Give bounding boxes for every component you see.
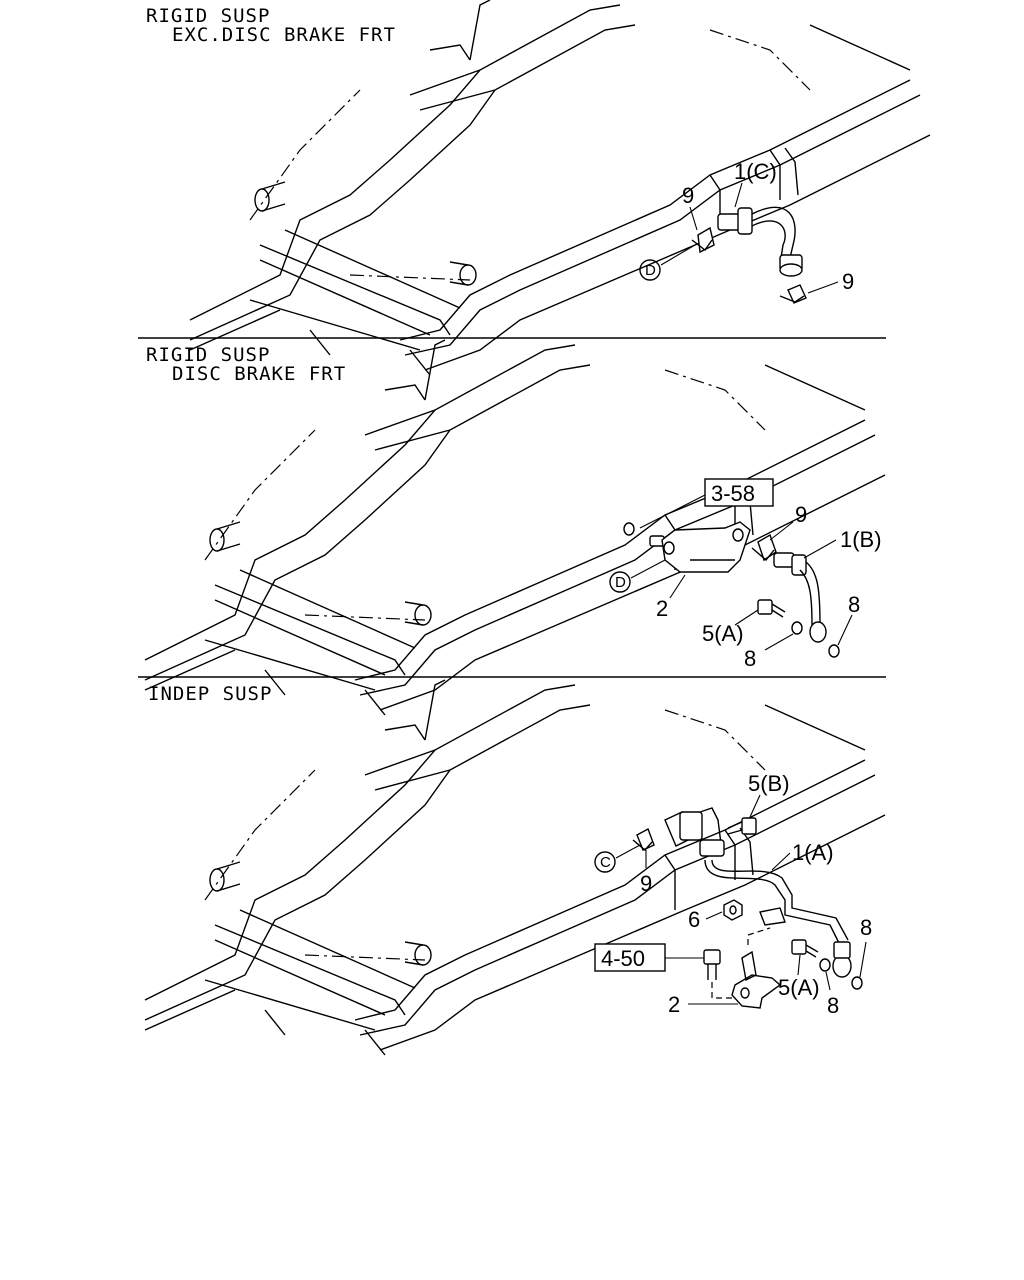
callout-clip: 9: [795, 502, 807, 527]
vehicle-frame: [189, 0, 931, 376]
callout-bolt-b: 5(B): [748, 771, 790, 796]
ref-circle-c: [594, 851, 616, 873]
section-rigid-disc: RIGID SUSP DISC BRAKE FRT 3-58 D 2 9: [144, 339, 886, 716]
callout-pipe: 1(A): [792, 840, 834, 865]
ref-box: [704, 478, 774, 507]
callout-bracket: 2: [656, 596, 668, 621]
section-indep: INDEP SUSP 1(A) 5(B) C: [144, 679, 886, 1056]
callout-hose: 1(B): [840, 527, 882, 552]
brake-pipe-part: [664, 807, 852, 978]
ref-box-label: 4-50: [601, 946, 645, 971]
section-title-line2: DISC BRAKE FRT: [172, 363, 346, 385]
washer-part: [623, 522, 635, 536]
callout-bracket: 2: [668, 992, 680, 1017]
callout-nut: 6: [688, 907, 700, 932]
washer-part-left: [791, 621, 803, 635]
vehicle-frame: [144, 339, 886, 716]
washer-part-left: [819, 958, 831, 972]
callout-hose: 1(C): [734, 159, 777, 184]
ref-box-label: 3-58: [711, 481, 755, 506]
section-title-line2: EXC.DISC BRAKE FRT: [172, 24, 396, 46]
clip-part: [751, 533, 777, 562]
brake-hose-part: [773, 552, 827, 643]
ref-circle-label: D: [615, 574, 626, 591]
bolt-part: [703, 949, 721, 980]
callout-clip-bottom: 9: [842, 269, 854, 294]
bracket-part: [731, 950, 782, 1009]
bolt-part-5a: [791, 939, 819, 958]
nut-part: [723, 899, 743, 921]
brake-hose-part: [717, 206, 803, 277]
clip-part-bottom: [779, 284, 807, 304]
section-title-line1: INDEP SUSP: [148, 683, 272, 705]
section-title-line1: RIGID SUSP: [146, 5, 270, 27]
ref-circle-d: [639, 259, 661, 281]
ref-circle-label: D: [645, 262, 656, 279]
callout-bolt-a: 5(A): [778, 975, 820, 1000]
clip-part-top: [691, 226, 715, 254]
callout-washer-left: 8: [744, 646, 756, 671]
callout-washer-right: 8: [848, 592, 860, 617]
bolt-part-5a: [757, 599, 786, 618]
washer-part-right: [828, 644, 840, 658]
ref-circle-label: C: [600, 854, 611, 871]
callout-washer-left: 8: [827, 993, 839, 1018]
bolt-part-5b: [727, 817, 757, 835]
ref-circle-d: [609, 571, 631, 593]
clip-part: [632, 827, 655, 851]
ref-box: [594, 943, 666, 972]
washer-part-right: [851, 976, 863, 990]
callout-clip: 9: [640, 871, 652, 896]
section-title-line1: RIGID SUSP: [146, 344, 270, 366]
callout-bolt: 5(A): [702, 621, 744, 646]
callout-clip-top: 9: [682, 183, 694, 208]
bracket-part: [661, 521, 751, 573]
callout-washer-right: 8: [860, 915, 872, 940]
section-rigid-exc-disc: RIGID SUSP EXC.DISC BRAKE FRT 1(C) 9 D: [146, 0, 931, 376]
